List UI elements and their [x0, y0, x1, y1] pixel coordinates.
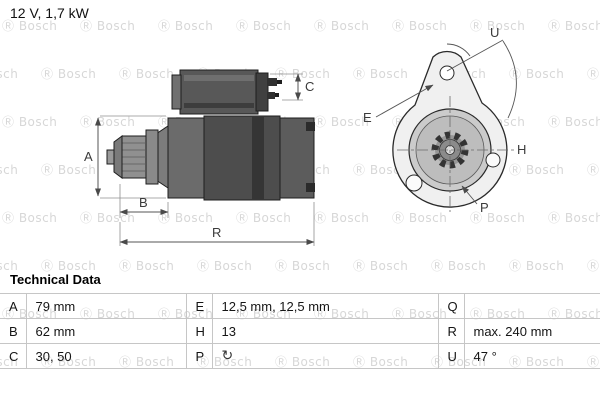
param-value: 13 [211, 318, 439, 344]
shaft-tip [106, 149, 115, 165]
leader-line-e [375, 84, 434, 118]
dimension-a-label: A [84, 149, 93, 164]
technical-data-title: Technical Data [10, 272, 101, 287]
drive-pinion [106, 125, 169, 189]
starter-motor-drawing: A B R C E [84, 25, 526, 246]
gear-chamfer [113, 135, 123, 179]
dimension-h-label: H [517, 142, 526, 157]
terminal-stud [277, 80, 282, 84]
collar [145, 129, 159, 185]
dimension-p-label: P [480, 200, 489, 215]
technical-data-section: Technical Data A 79 mm E 12,5 mm, 12,5 m… [0, 272, 600, 369]
terminal-stud [275, 93, 279, 97]
detail-line [184, 103, 254, 108]
power-rating: 12 V, 1,7 kW [10, 5, 89, 21]
param-label: R [437, 318, 465, 344]
dimension-B: B [119, 184, 169, 218]
param-label: Q [437, 293, 465, 319]
through-bolt [306, 183, 315, 192]
clockwise-rotation-icon: ↻ [221, 348, 234, 364]
param-value: 12,5 mm, 12,5 mm [211, 293, 439, 319]
leader-line-p [461, 185, 478, 205]
through-bolt [306, 122, 315, 131]
solenoid-cap [171, 74, 182, 110]
table-row: C 30, 50 P ↻ U 47 ° [0, 343, 600, 369]
param-label: U [437, 343, 465, 369]
angle-line-u [446, 39, 504, 72]
dimension-u-label: U [490, 25, 499, 40]
param-label: C [0, 343, 27, 369]
dimension-A: A [84, 115, 166, 199]
detail-line [252, 116, 264, 200]
mounting-hole-right [485, 152, 501, 168]
table-row: B 62 mm H 13 R max. 240 mm [0, 318, 600, 344]
mounting-hole-left [405, 174, 423, 192]
param-label: H [185, 318, 213, 344]
dimension-r-label: R [212, 225, 221, 240]
param-label: A [0, 293, 27, 319]
gear-teeth-lines [122, 142, 146, 172]
angle-curve-u [502, 40, 517, 119]
technical-data-table: A 79 mm E 12,5 mm, 12,5 mm Q B 62 mm H 1… [0, 293, 600, 369]
param-label: B [0, 318, 27, 344]
dimension-c-label: C [305, 79, 314, 94]
param-value: 62 mm [25, 318, 187, 344]
dimension-b-label: B [139, 195, 148, 210]
field-yoke [203, 115, 281, 201]
param-label: P [185, 343, 213, 369]
detail-line [184, 75, 254, 81]
motor-body [167, 115, 315, 201]
solenoid [171, 69, 282, 115]
angle-arc-u [446, 43, 471, 57]
param-value: 30, 50 [25, 343, 187, 369]
terminal-stud [268, 92, 275, 99]
terminal-stud [268, 78, 277, 86]
param-label: E [185, 293, 213, 319]
param-value: max. 240 mm [463, 318, 600, 344]
param-value: ↻ [211, 343, 439, 369]
dimension-C: C [270, 73, 314, 101]
dimension-R: R [119, 202, 315, 246]
param-value [463, 293, 600, 319]
param-value: 79 mm [25, 293, 187, 319]
table-row: A 79 mm E 12,5 mm, 12,5 mm Q [0, 293, 600, 319]
param-value: 47 ° [463, 343, 600, 369]
flange-front-view: E H P U [363, 25, 526, 215]
solenoid-end [255, 72, 269, 112]
starter-side-view: A B R C [84, 69, 315, 246]
dimension-e-label: E [363, 110, 372, 125]
drive-end-bracket [167, 117, 205, 199]
